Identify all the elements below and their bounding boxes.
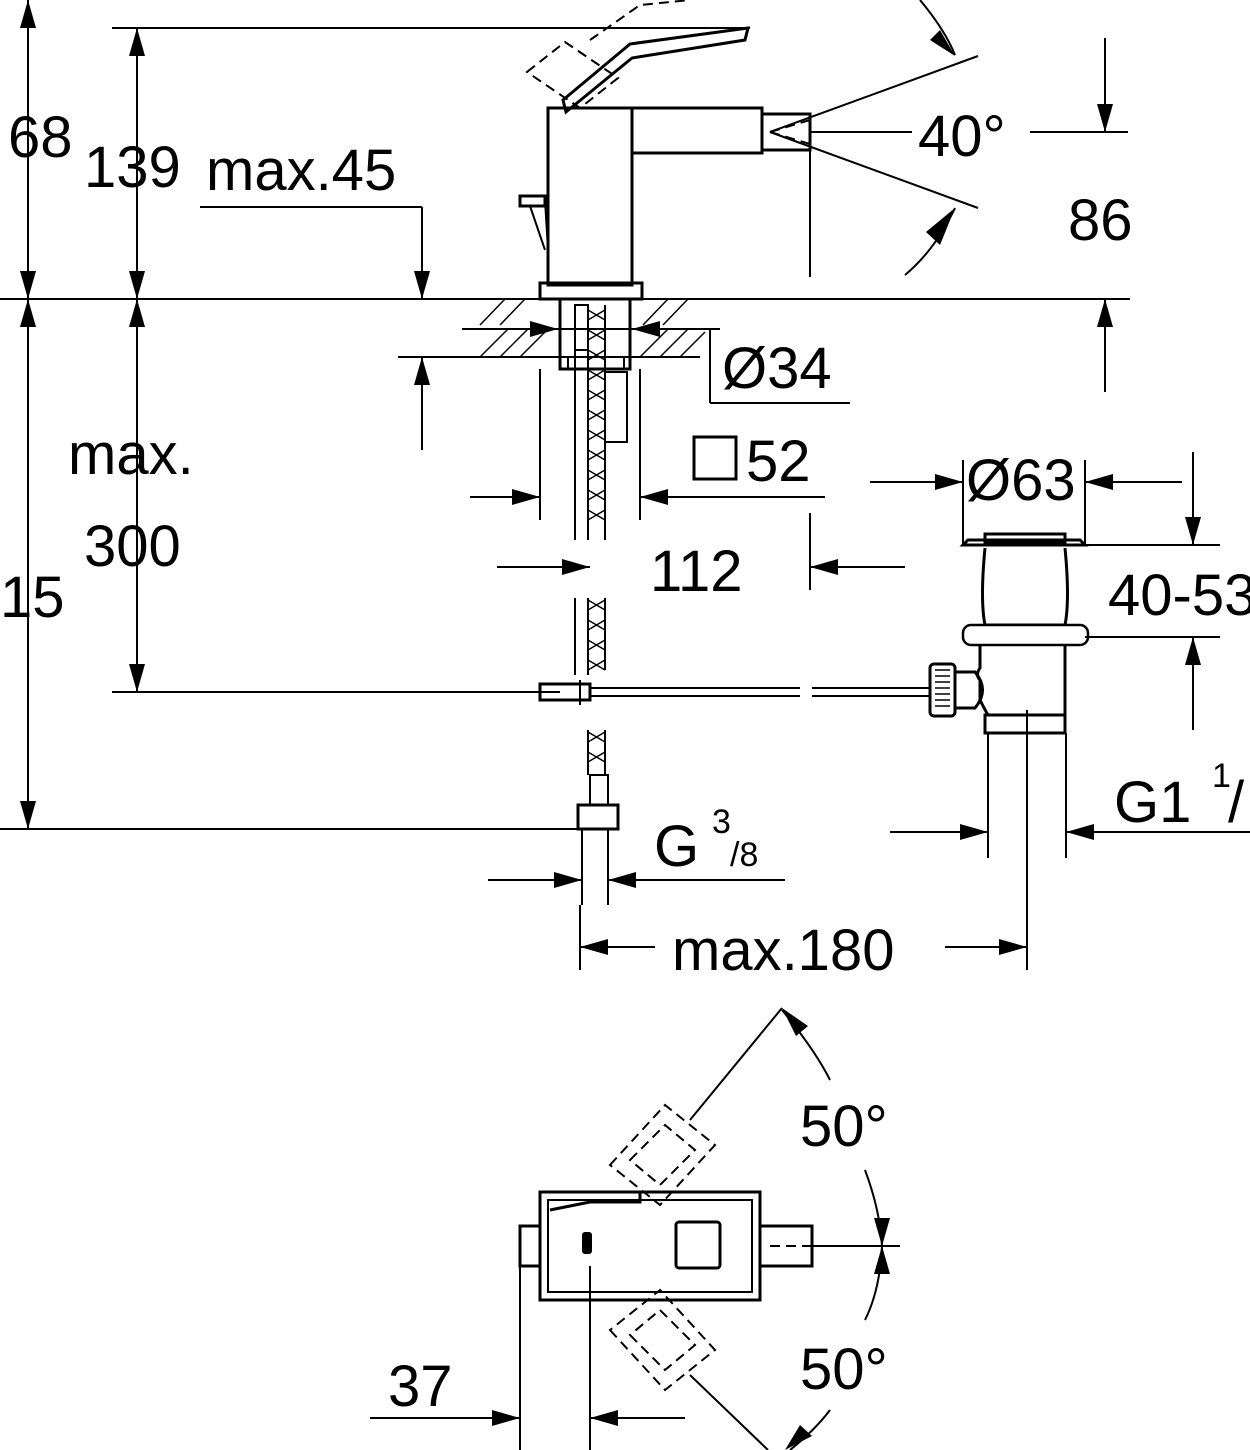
label-g-sub: /8 — [730, 836, 758, 874]
label-68: 68 — [8, 105, 73, 170]
dimension-86 — [1030, 38, 1128, 392]
label-g1-slash: / — [1228, 770, 1245, 835]
mixer-body-side-view — [518, 0, 812, 301]
label-g1-sup: 1 — [1212, 757, 1231, 795]
max45-leader — [200, 206, 545, 450]
shank-and-hoses — [538, 297, 632, 905]
label-dia63: Ø63 — [966, 448, 1076, 513]
square-52 — [470, 369, 825, 520]
g38-dimension — [488, 872, 785, 888]
angle-40-dimension — [769, 0, 979, 276]
hose-braid-bottom — [587, 731, 606, 763]
label-g-sup: 3 — [712, 803, 731, 841]
hose-braid-top — [587, 309, 606, 521]
label-max45: max.45 — [206, 138, 396, 203]
dia34-leader — [512, 321, 850, 404]
label-112: 112 — [650, 539, 742, 604]
label-g1: G1 — [1114, 770, 1191, 835]
label-angle-40: 40° — [918, 104, 1006, 169]
label-max180: max.180 — [672, 918, 894, 983]
waste-assembly — [870, 460, 1182, 970]
label-square-52: 52 — [746, 429, 811, 494]
label-139: 139 — [84, 135, 181, 200]
label-angle-50-bottom: 50° — [800, 1337, 888, 1402]
label-37: 37 — [388, 1354, 453, 1419]
g1-dimension — [890, 824, 1250, 840]
label-g: G — [654, 814, 699, 879]
mixer-top-view — [518, 1007, 900, 1450]
max180-dimension — [579, 905, 1027, 970]
dimension-40-53 — [1085, 452, 1220, 730]
label-dia34: Ø34 — [722, 336, 832, 401]
label-40-53: 40-53 — [1108, 563, 1250, 628]
label-max: max. — [68, 422, 194, 487]
label-86: 86 — [1068, 188, 1133, 253]
dimension-37 — [370, 1266, 685, 1450]
pop-up-rod — [590, 687, 930, 697]
label-angle-50-top: 50° — [800, 1094, 888, 1159]
hose-braid-mid — [587, 599, 606, 671]
label-15: 15 — [0, 565, 65, 630]
label-300: 300 — [84, 514, 181, 579]
dimension-112 — [497, 513, 905, 590]
left-dimension-lines — [0, 0, 1130, 830]
